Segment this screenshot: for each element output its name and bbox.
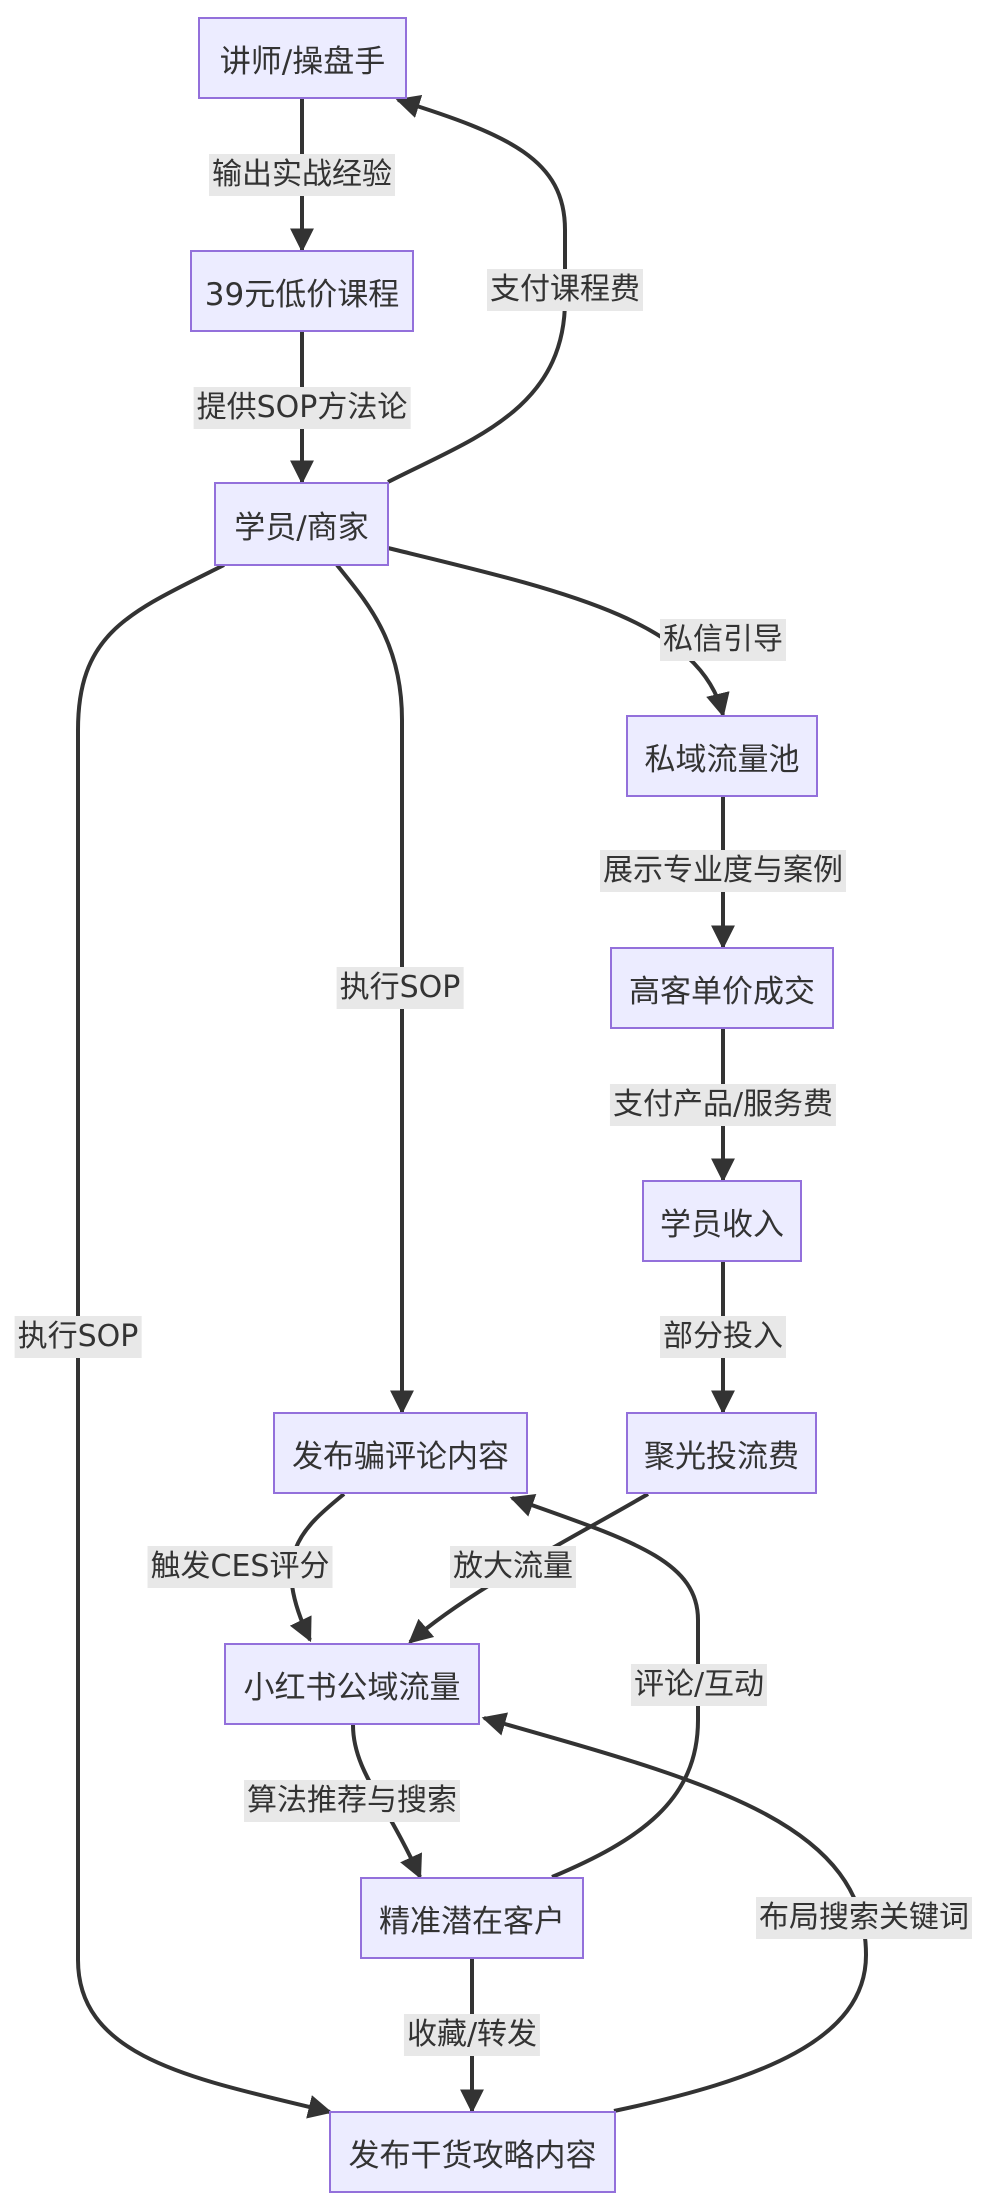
- node-income: 学员收入: [642, 1180, 802, 1262]
- label-pay-course: 支付课程费: [487, 269, 643, 311]
- label-trigger-ces: 触发CES评分: [147, 1546, 333, 1588]
- label-partial-invest: 部分投入: [660, 1316, 786, 1358]
- edge-student-guide: [76, 563, 333, 2119]
- label-amplify: 放大流量: [450, 1546, 576, 1588]
- node-target-customer: 精准潜在客户: [360, 1877, 584, 1959]
- label-algo-search: 算法推荐与搜索: [244, 1780, 460, 1822]
- node-fake-review: 发布骗评论内容: [273, 1412, 528, 1494]
- label-output-experience: 输出实战经验: [209, 154, 395, 196]
- label-pay-product: 支付产品/服务费: [609, 1084, 837, 1126]
- node-teacher: 讲师/操盘手: [198, 17, 407, 99]
- node-student: 学员/商家: [214, 482, 389, 566]
- label-save-share: 收藏/转发: [403, 2014, 541, 2056]
- edge-target-fakereview: [509, 1493, 700, 1879]
- node-private-pool: 私域流量池: [626, 715, 818, 797]
- node-ads: 聚光投流费: [626, 1412, 817, 1494]
- edge-student-fakereview: [335, 563, 414, 1415]
- label-execute-sop-mid: 执行SOP: [336, 967, 464, 1009]
- label-show-expertise: 展示专业度与案例: [600, 850, 846, 892]
- node-guide-content: 发布干货攻略内容: [329, 2111, 616, 2193]
- node-public-traffic: 小红书公域流量: [224, 1643, 480, 1725]
- node-high-price: 高客单价成交: [610, 947, 834, 1029]
- label-execute-sop-left: 执行SOP: [14, 1316, 142, 1358]
- label-provide-sop: 提供SOP方法论: [193, 387, 411, 429]
- label-dm-guide: 私信引导: [660, 619, 786, 661]
- node-course: 39元低价课程: [190, 250, 414, 332]
- label-keyword-layout: 布局搜索关键词: [756, 1897, 972, 1939]
- label-comment-interact: 评论/互动: [630, 1664, 768, 1706]
- edge-student-private: [387, 546, 730, 718]
